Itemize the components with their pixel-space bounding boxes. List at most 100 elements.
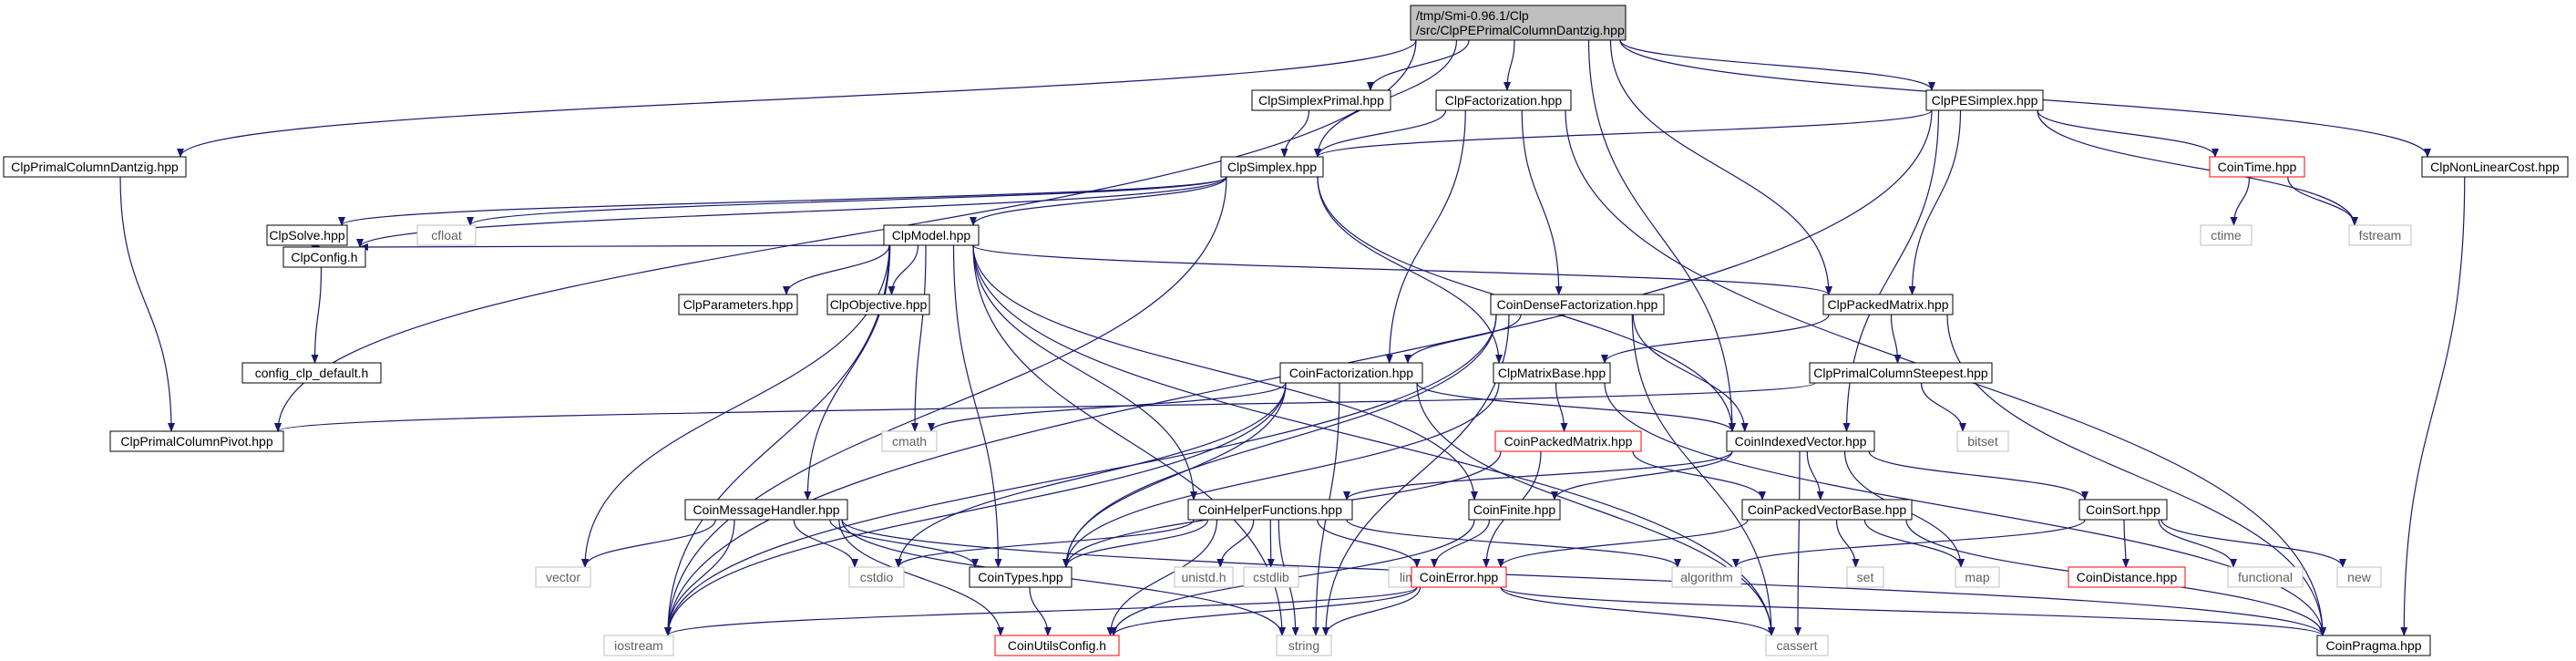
node-ClpSimplexPrimal[interactable]: ClpSimplexPrimal.hpp xyxy=(1251,89,1391,111)
edge-ClpModel-to-CoinMessageHandler xyxy=(804,244,891,501)
node-box-ClpSimplexPrimal xyxy=(1251,89,1391,111)
node-fstream: fstream xyxy=(2348,224,2412,246)
node-label-ClpFactorization: ClpFactorization.hpp xyxy=(1445,93,1563,108)
node-label-CoinDistance: CoinDistance.hpp xyxy=(2077,570,2178,584)
node-CoinPackedMatrix[interactable]: CoinPackedMatrix.hpp xyxy=(1494,430,1642,452)
node-label-cstdio: cstdio xyxy=(860,570,894,584)
node-box-cassert xyxy=(1765,635,1829,656)
edge-CoinHelperFunctions-to-CoinError xyxy=(1317,519,1421,568)
node-CoinDistance[interactable]: CoinDistance.hpp xyxy=(2068,566,2186,588)
node-CoinUtilsConfig[interactable]: CoinUtilsConfig.h xyxy=(994,635,1120,656)
edge-ClpFactorization-to-ClpSimplex xyxy=(1314,109,1447,158)
edge-ClpSimplex-to-ClpSolve xyxy=(338,176,1227,226)
node-config_clp_default[interactable]: config_clp_default.h xyxy=(241,362,382,384)
edge-root-to-ClpPackedMatrix xyxy=(1609,39,1832,295)
edge-CoinFactorization-to-CoinTypes xyxy=(1062,382,1287,568)
node-ClpPrimalColumnDantzig[interactable]: ClpPrimalColumnDantzig.hpp xyxy=(3,156,187,178)
edge-CoinMessageHandler-to-CoinUtilsConfig xyxy=(838,519,1004,636)
node-label-ClpPrimalColumnPivot: ClpPrimalColumnPivot.hpp xyxy=(120,434,273,449)
node-ClpParameters[interactable]: ClpParameters.hpp xyxy=(678,294,798,315)
node-label-cmath: cmath xyxy=(892,434,927,449)
nodes-layer: /tmp/Smi-0.96.1/Clp/src/ClpPEPrimalColum… xyxy=(3,5,2569,656)
node-new: new xyxy=(2336,566,2382,588)
node-CoinHelperFunctions[interactable]: CoinHelperFunctions.hpp xyxy=(1187,499,1353,521)
edge-ClpModel-to-CoinTypes xyxy=(952,244,1002,568)
node-ClpMatrixBase[interactable]: ClpMatrixBase.hpp xyxy=(1493,362,1611,384)
edge-ClpPESimplex-to-ClpSimplex xyxy=(1314,109,1933,158)
node-label-CoinSort: CoinSort.hpp xyxy=(2086,502,2160,517)
node-ClpSimplex[interactable]: ClpSimplex.hpp xyxy=(1220,156,1324,178)
edge-CoinMessageHandler-to-iostream xyxy=(664,519,735,636)
node-functional: functional xyxy=(2227,566,2304,588)
edge-ClpMatrixBase-to-CoinPragma xyxy=(1604,382,2326,636)
edge-root-to-ClpPESimplex xyxy=(1619,39,1935,91)
node-ClpPrimalColumnSteepest[interactable]: ClpPrimalColumnSteepest.hpp xyxy=(1809,362,1993,384)
node-ClpModel[interactable]: ClpModel.hpp xyxy=(883,224,980,246)
edge-CoinFactorization-to-cassert xyxy=(1416,382,1775,636)
node-CoinTypes[interactable]: CoinTypes.hpp xyxy=(969,566,1072,588)
node-root[interactable]: /tmp/Smi-0.96.1/Clp/src/ClpPEPrimalColum… xyxy=(1410,5,1627,41)
node-box-ClpSolve xyxy=(266,224,348,246)
node-label-unistd: unistd.h xyxy=(1181,570,1226,584)
edge-CoinHelperFunctions-to-CoinUtilsConfig xyxy=(1106,519,1218,636)
edge-ClpPrimalColumnSteepest-to-ClpPrimalColumnPivot xyxy=(274,382,1816,432)
edge-CoinDenseFactorization-to-CoinFactorization xyxy=(1404,314,1522,364)
edge-ClpModel-to-cassert xyxy=(972,244,1775,636)
node-CoinFactorization[interactable]: CoinFactorization.hpp xyxy=(1279,362,1423,384)
node-CoinMessageHandler[interactable]: CoinMessageHandler.hpp xyxy=(684,499,848,521)
node-ClpPESimplex[interactable]: ClpPESimplex.hpp xyxy=(1925,89,2044,111)
node-unistd: unistd.h xyxy=(1174,566,1234,588)
node-ClpSolve[interactable]: ClpSolve.hpp xyxy=(266,224,348,246)
node-CoinPragma[interactable]: CoinPragma.hpp xyxy=(2316,635,2431,656)
node-box-functional xyxy=(2227,566,2304,588)
node-label-CoinTime: CoinTime.hpp xyxy=(2218,160,2297,174)
node-label-CoinError: CoinError.hpp xyxy=(1420,570,1499,584)
node-box-config_clp_default xyxy=(241,362,382,384)
node-CoinDenseFactorization[interactable]: CoinDenseFactorization.hpp xyxy=(1490,294,1665,315)
edge-ClpModel-to-cmath xyxy=(911,244,927,432)
node-label-ClpPackedMatrix: ClpPackedMatrix.hpp xyxy=(1827,297,1948,312)
node-CoinPackedVectorBase[interactable]: CoinPackedVectorBase.hpp xyxy=(1741,499,1913,521)
node-box-ClpPESimplex xyxy=(1925,89,2044,111)
node-box-cfloat xyxy=(416,224,477,246)
edge-ClpPrimalColumnSteepest-to-bitset xyxy=(1920,382,1966,432)
node-ClpObjective[interactable]: ClpObjective.hpp xyxy=(826,294,930,315)
edge-CoinIndexedVector-to-CoinFinite xyxy=(1551,450,1733,501)
edge-ClpSimplex-to-iostream xyxy=(664,176,1227,636)
edge-CoinDenseFactorization-to-CoinTypes xyxy=(1062,314,1497,568)
node-ClpFactorization[interactable]: ClpFactorization.hpp xyxy=(1435,89,1572,111)
node-label-CoinDenseFactorization: CoinDenseFactorization.hpp xyxy=(1497,297,1658,312)
edge-CoinSort-to-new xyxy=(2160,519,2346,568)
node-box-CoinPragma xyxy=(2316,635,2431,656)
node-ClpNonLinearCost[interactable]: ClpNonLinearCost.hpp xyxy=(2421,156,2569,178)
node-box-ClpNonLinearCost xyxy=(2421,156,2569,178)
edge-CoinDenseFactorization-to-CoinIndexedVector xyxy=(1632,314,1749,432)
edge-CoinError-to-CoinPragma xyxy=(1500,586,2326,636)
node-CoinError[interactable]: CoinError.hpp xyxy=(1411,566,1507,588)
edge-CoinPackedVectorBase-to-CoinError xyxy=(1497,519,1749,568)
node-ClpPackedMatrix[interactable]: ClpPackedMatrix.hpp xyxy=(1822,294,1954,315)
node-label-config_clp_default: config_clp_default.h xyxy=(255,366,369,380)
node-label-bitset: bitset xyxy=(1967,434,1998,449)
node-ctime: ctime xyxy=(2200,224,2253,246)
edge-CoinFinite-to-limits xyxy=(1431,519,1491,568)
node-box-set xyxy=(1846,566,1884,588)
node-CoinTime[interactable]: CoinTime.hpp xyxy=(2209,156,2305,178)
node-box-bitset xyxy=(1956,430,2009,452)
edge-CoinIndexedVector-to-CoinHelperFunctions xyxy=(1343,450,1733,501)
node-cmath: cmath xyxy=(881,430,938,452)
node-ClpConfig[interactable]: ClpConfig.h xyxy=(282,246,366,268)
node-ClpPrimalColumnPivot[interactable]: ClpPrimalColumnPivot.hpp xyxy=(109,430,284,452)
edge-CoinTime-to-fstream xyxy=(2287,176,2358,226)
edge-CoinMessageHandler-to-cstdio xyxy=(793,519,858,568)
node-label-set: set xyxy=(1857,570,1874,584)
node-label-ClpNonLinearCost: ClpNonLinearCost.hpp xyxy=(2430,160,2560,174)
node-CoinIndexedVector[interactable]: CoinIndexedVector.hpp xyxy=(1726,430,1875,452)
node-CoinFinite[interactable]: CoinFinite.hpp xyxy=(1468,499,1561,521)
node-cfloat: cfloat xyxy=(416,224,477,246)
edge-CoinIndexedVector-to-CoinPackedVectorBase xyxy=(1806,450,1824,501)
node-box-CoinDistance xyxy=(2068,566,2186,588)
node-CoinSort[interactable]: CoinSort.hpp xyxy=(2078,499,2168,521)
node-box-ClpPrimalColumnDantzig xyxy=(3,156,187,178)
